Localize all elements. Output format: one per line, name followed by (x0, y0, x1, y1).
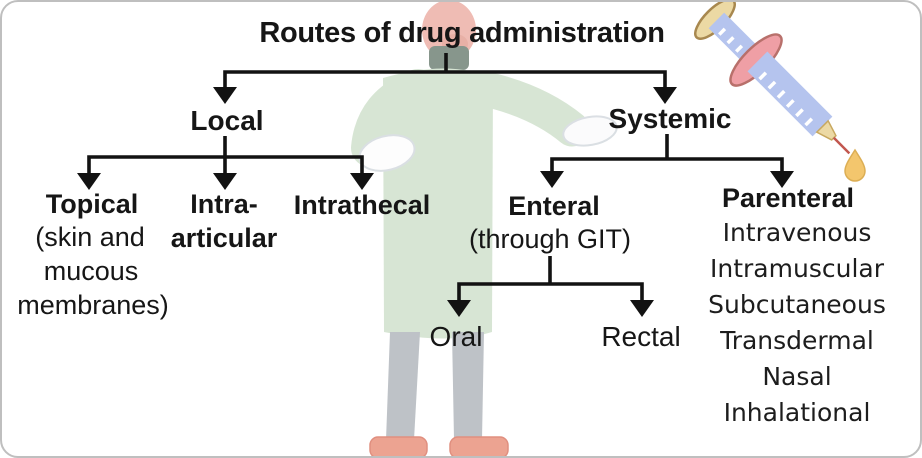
connector-top-bar (223, 70, 667, 88)
node-topical-note-line2: mucous (43, 256, 139, 286)
doctor-left-shoe (369, 436, 428, 456)
arrowhead-intraarticular (213, 173, 237, 190)
connector-systemic-bar (550, 157, 784, 172)
connector-enteral-bar (457, 282, 644, 301)
parenteral-route-transdermal: Transdermal (720, 326, 874, 355)
doctor-left-leg (386, 332, 420, 440)
syringe-needle (832, 136, 851, 155)
arrowhead-intrathecal (350, 173, 374, 190)
arrowhead-parenteral (770, 171, 794, 188)
syringe-rod-ticks (718, 27, 744, 53)
diagram-title: Routes of drug administration (259, 17, 665, 49)
doctor-left-glove (358, 134, 416, 172)
parenteral-route-intravenous: Intravenous (722, 218, 872, 247)
parenteral-route-subcutaneous: Subcutaneous (708, 290, 886, 319)
arrowhead-oral (447, 300, 471, 317)
arrowhead-systemic (653, 87, 677, 104)
node-enteral-note: (through GIT) (468, 224, 632, 254)
syringe-barrel (747, 51, 833, 137)
node-topical-note-line3: membranes) (17, 290, 169, 320)
arrowhead-topical (77, 173, 101, 190)
arrowhead-rectal (630, 300, 654, 317)
node-intrathecal: Intrathecal (293, 190, 431, 220)
node-local: Local (190, 105, 264, 136)
node-intra-articular-line2: articular (170, 223, 278, 253)
connector-local-bar (87, 155, 364, 174)
node-oral: Oral (429, 321, 483, 352)
parenteral-route-inhalational: Inhalational (723, 398, 871, 427)
arrowhead-enteral (540, 171, 564, 188)
parenteral-route-intramuscular: Intramuscular (710, 254, 884, 283)
node-systemic: Systemic (608, 103, 732, 134)
drop-icon (844, 148, 866, 182)
doctor-collar (429, 46, 469, 70)
syringe-tip (815, 119, 837, 141)
node-rectal: Rectal (601, 321, 681, 352)
doctor-right-leg (452, 332, 484, 440)
doctor-gown (383, 68, 493, 339)
doctor-left-sleeve (351, 69, 437, 167)
node-parenteral: Parenteral (721, 183, 855, 213)
node-topical: Topical (45, 189, 139, 219)
arrowhead-local (213, 87, 237, 104)
node-enteral: Enteral (508, 191, 600, 221)
syringe-barrel-ticks (758, 71, 814, 127)
doctor-right-sleeve (463, 70, 590, 147)
parenteral-route-nasal: Nasal (762, 362, 832, 391)
doctor-right-glove (562, 115, 618, 147)
doctor-right-shoe (449, 436, 509, 456)
node-topical-note-line1: (skin and (35, 222, 145, 252)
node-intra-articular-line1: Intra- (190, 189, 258, 219)
arrowheads (77, 87, 794, 317)
